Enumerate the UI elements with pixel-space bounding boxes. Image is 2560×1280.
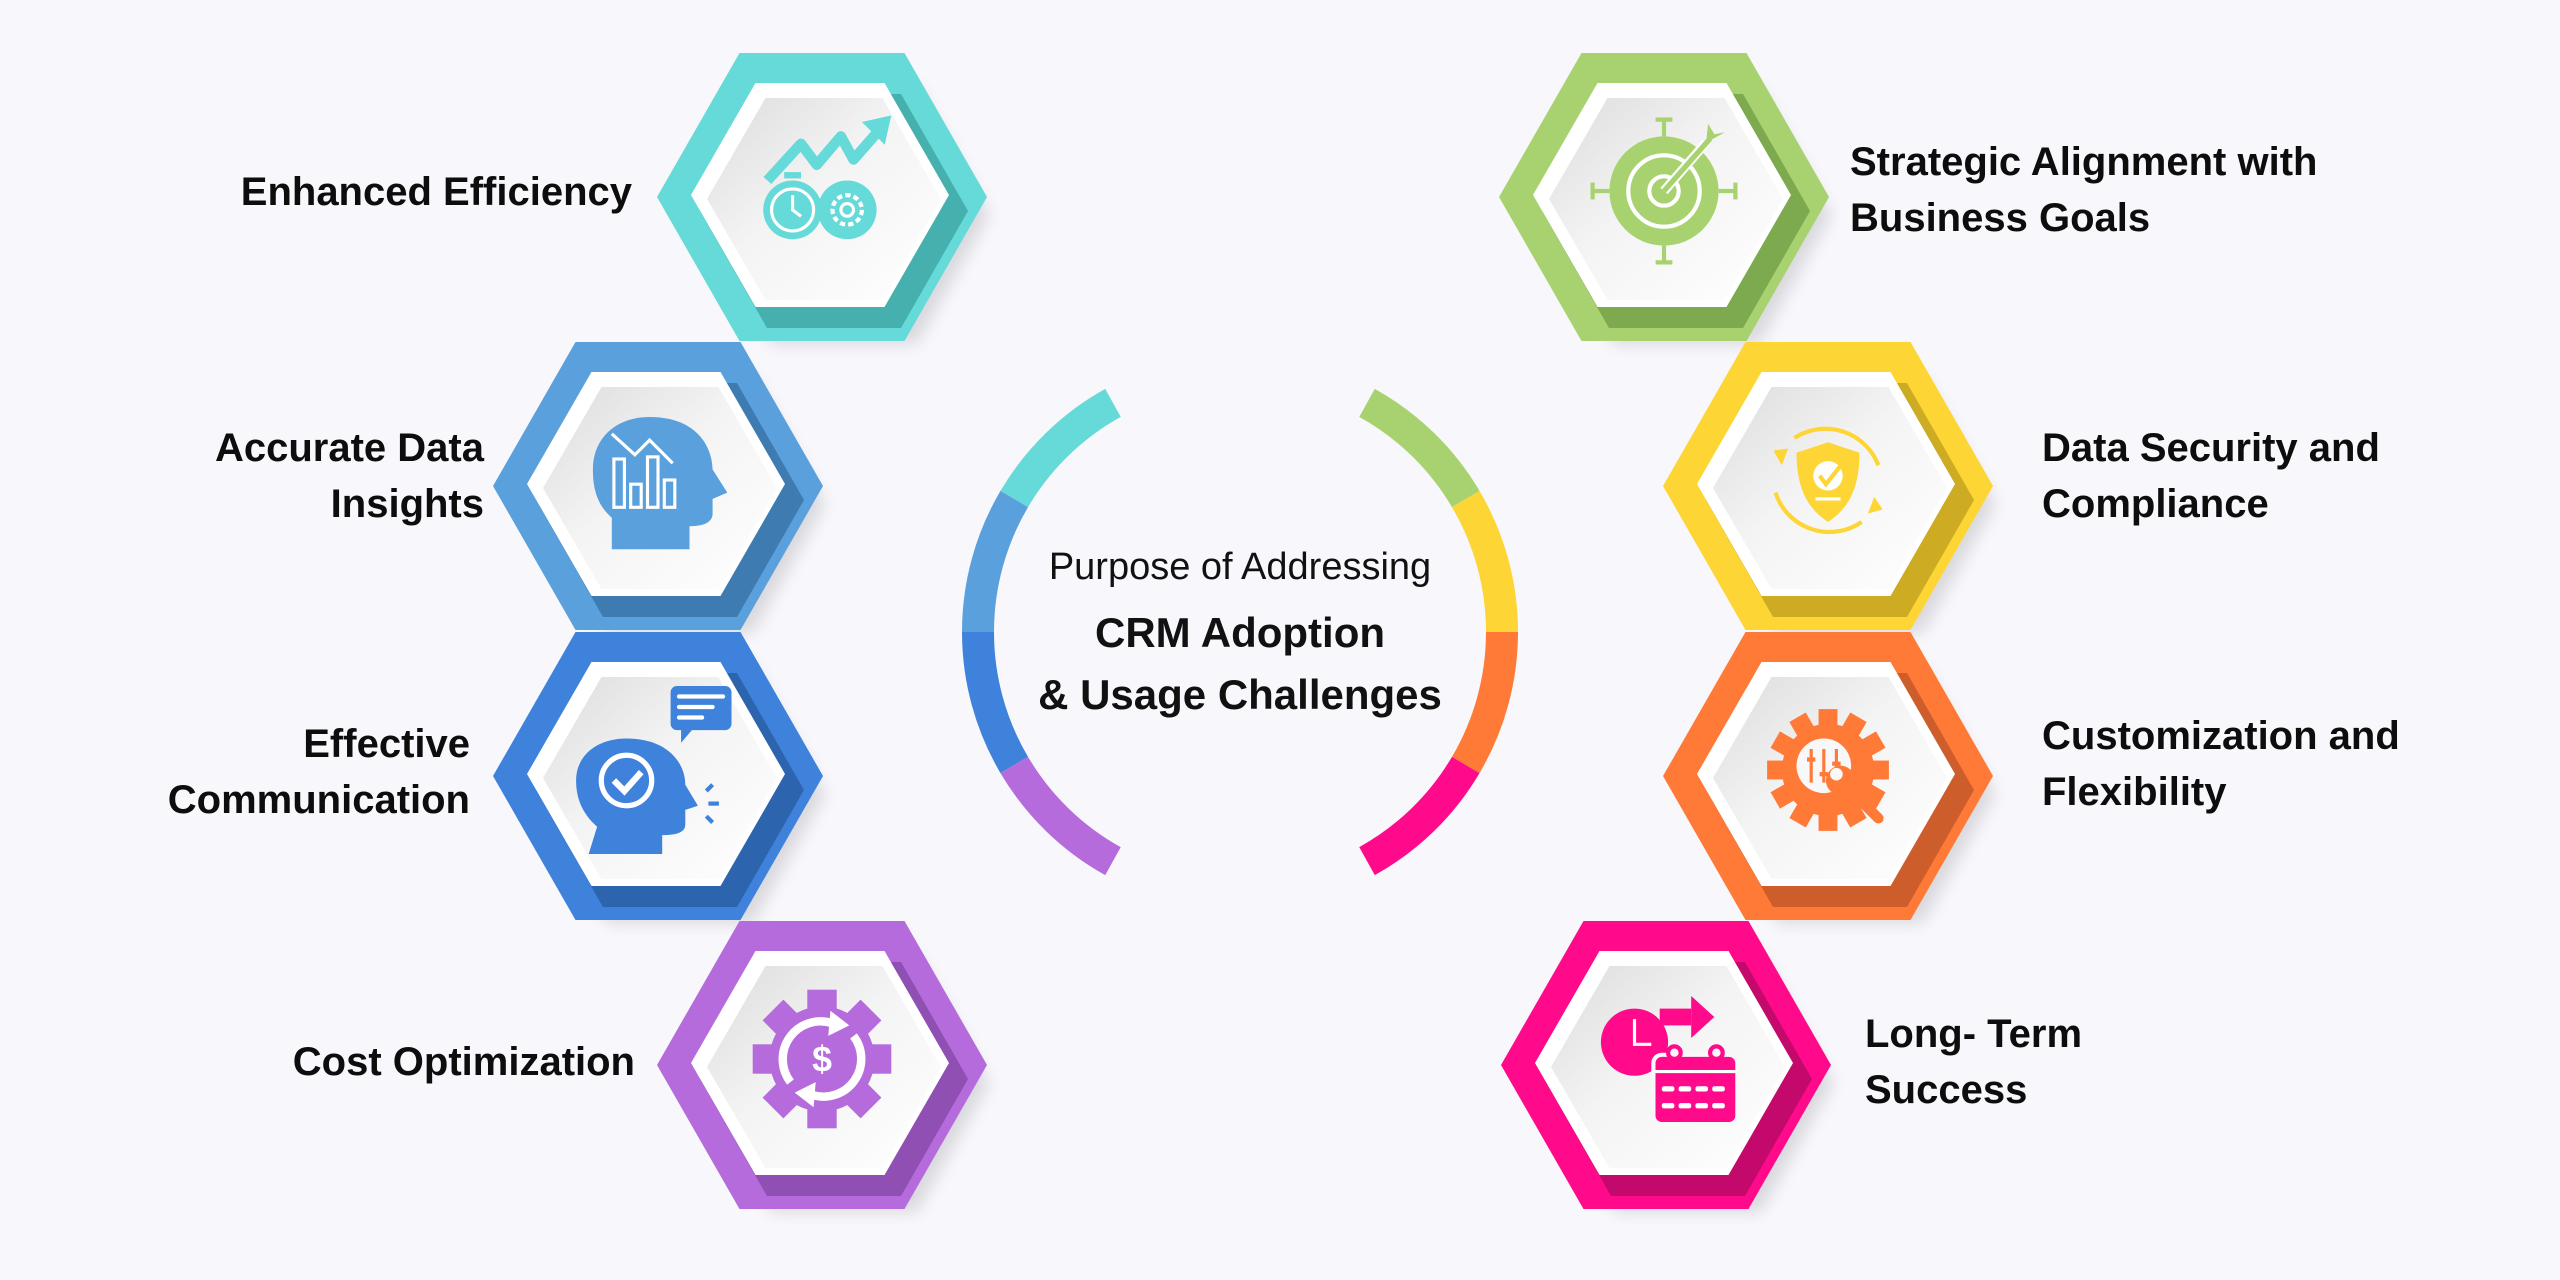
label-line: Strategic Alignment with (1850, 140, 2318, 184)
label-accurate-data-insights: Accurate Data Insights (215, 420, 484, 532)
center-title: CRM Adoption & Usage Challenges (1000, 602, 1480, 726)
ring-segment-left-3 (962, 631, 1029, 774)
label-data-security: Data Security and Compliance (2042, 420, 2380, 532)
hexagon-enhanced-efficiency (657, 53, 989, 344)
center-subtitle: Purpose of Addressing (1048, 546, 1432, 588)
hexagon-effective-communication (493, 632, 825, 923)
label-line: Cost Optimization (292, 1040, 635, 1084)
ring-segment-left-1 (1000, 388, 1121, 508)
label-long-term-success: Long- Term Success (1865, 1006, 2082, 1118)
head-speech-bubble-icon (576, 686, 732, 854)
label-effective-communication: Effective Communication (168, 716, 470, 828)
hexagon-long-term-success (1501, 921, 1833, 1212)
gear-wrench-sliders-icon (1767, 709, 1889, 831)
ring-segment-right-3 (1451, 631, 1518, 774)
label-line: Accurate Data (214, 426, 484, 470)
target-arrow-icon (1590, 117, 1738, 265)
hexagon-data-security (1663, 342, 1995, 633)
hexagon-cost-optimization: $ (657, 921, 989, 1212)
label-line: Data Security and (2042, 426, 2380, 470)
hexagon-accurate-data-insights (493, 342, 825, 633)
label-enhanced-efficiency: Enhanced Efficiency (241, 164, 632, 220)
ring-segment-left-4 (1000, 756, 1121, 876)
ring-segment-right-4 (1359, 756, 1480, 876)
shield-check-cycle-icon (1773, 426, 1883, 534)
ring-segment-left-2 (962, 490, 1029, 633)
label-strategic-alignment: Strategic Alignment with Business Goals (1850, 134, 2317, 246)
label-line: Success (1865, 1068, 2028, 1112)
label-line: Business Goals (1850, 196, 2151, 240)
center-ring (962, 388, 1518, 876)
hexagon-customization-flexibility (1663, 632, 1995, 923)
gear-dollar-cycle-icon: $ (752, 989, 892, 1129)
label-line: Customization and (2042, 714, 2400, 758)
svg-text:$: $ (812, 1040, 832, 1080)
hexagon-nodes: $ (493, 53, 1995, 1212)
label-line: Insights (330, 482, 484, 526)
center-title-line-1: CRM Adoption (1094, 609, 1386, 656)
clock-calendar-arrow-icon (1600, 996, 1740, 1127)
label-customization-flexibility: Customization and Flexibility (2042, 708, 2400, 820)
label-cost-optimization: Cost Optimization (293, 1034, 635, 1090)
ring-segment-right-2 (1451, 490, 1518, 633)
center-title-line-2: & Usage Challenges (1038, 671, 1442, 718)
stopwatch-gear-growth-icon (763, 115, 892, 240)
label-line: Enhanced Efficiency (240, 170, 632, 214)
ring-segment-right-1 (1359, 388, 1480, 508)
label-line: Effective (303, 722, 470, 766)
label-line: Flexibility (2042, 770, 2227, 814)
head-bar-chart-icon (592, 417, 728, 550)
label-line: Compliance (2042, 482, 2269, 526)
label-line: Communication (167, 778, 470, 822)
label-line: Long- Term (1865, 1012, 2083, 1056)
hexagon-strategic-alignment (1499, 53, 1831, 344)
